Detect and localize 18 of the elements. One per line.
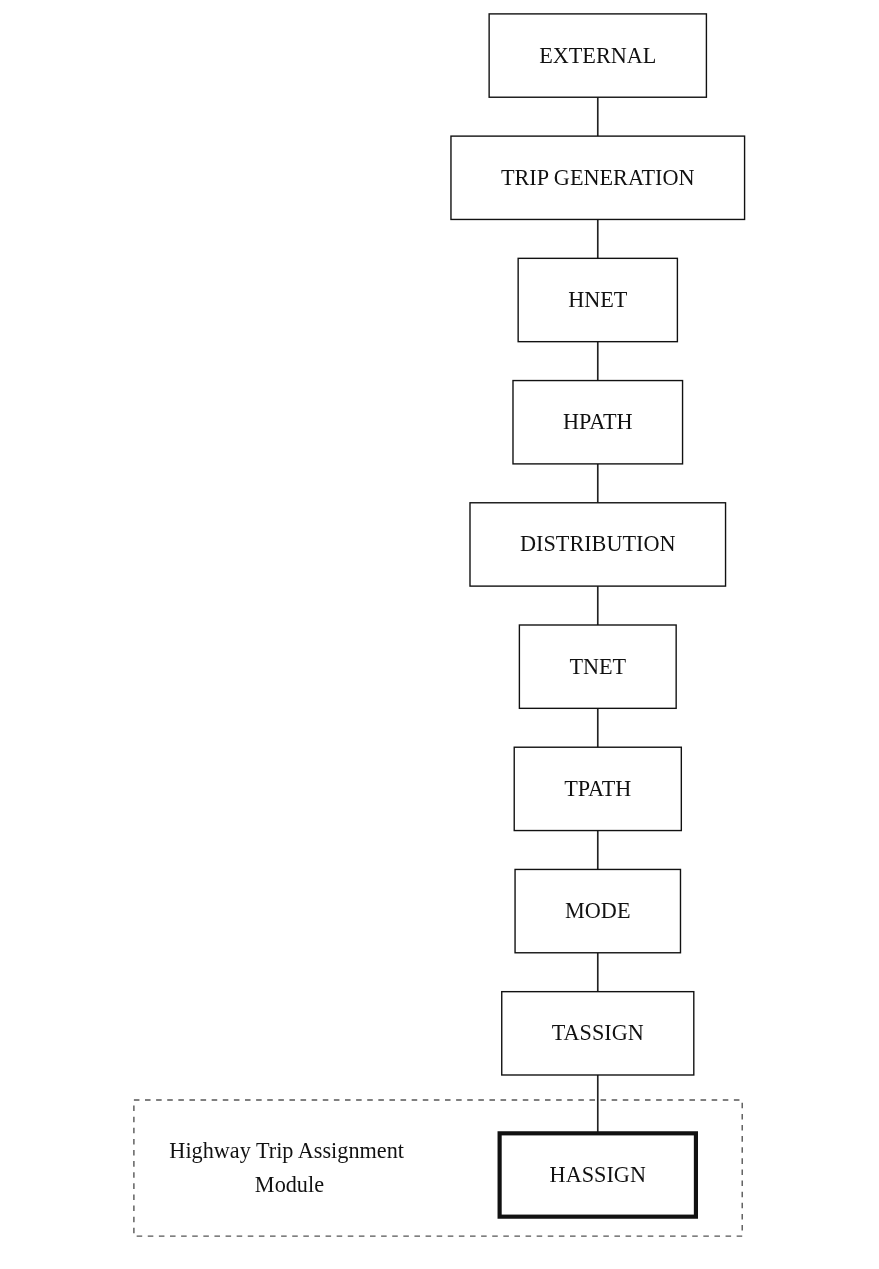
connector xyxy=(597,829,599,871)
connector xyxy=(597,218,599,260)
node-box: MODE xyxy=(514,868,682,954)
node-box: TASSIGN xyxy=(501,990,695,1076)
node-box: EXTERNAL xyxy=(488,13,708,98)
node-box: HPATH xyxy=(512,379,684,465)
connector xyxy=(597,707,599,749)
connector xyxy=(597,96,599,137)
node-box: TRIP GENERATION xyxy=(450,135,746,221)
connector xyxy=(597,951,599,993)
connector xyxy=(597,463,599,504)
node-box: TPATH xyxy=(513,746,683,832)
node-box: HASSIGN xyxy=(497,1131,699,1219)
connector xyxy=(597,585,599,626)
connector xyxy=(597,340,599,382)
node-box: TNET xyxy=(518,624,678,710)
node-box: HNET xyxy=(517,257,679,343)
node-box: DISTRIBUTION xyxy=(469,502,727,587)
